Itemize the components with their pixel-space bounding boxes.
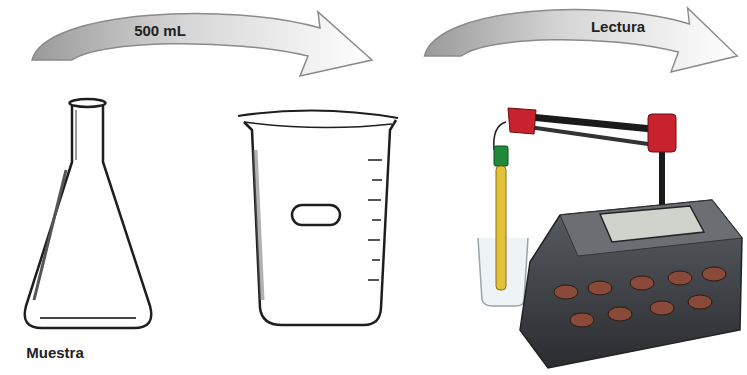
ph-meter xyxy=(478,108,742,368)
step-label: Lectura xyxy=(591,18,645,35)
curved-arrow xyxy=(32,12,372,76)
volume-label: 500 mL xyxy=(134,22,186,40)
sample-label: Muestra xyxy=(26,344,84,362)
beaker xyxy=(238,110,398,325)
curved-arrow xyxy=(424,8,737,72)
sample-label: Muestra xyxy=(26,344,84,361)
erlenmeyer-flask xyxy=(25,99,152,328)
step-label: Lectura xyxy=(591,18,645,36)
volume-label: 500 mL xyxy=(134,22,186,39)
